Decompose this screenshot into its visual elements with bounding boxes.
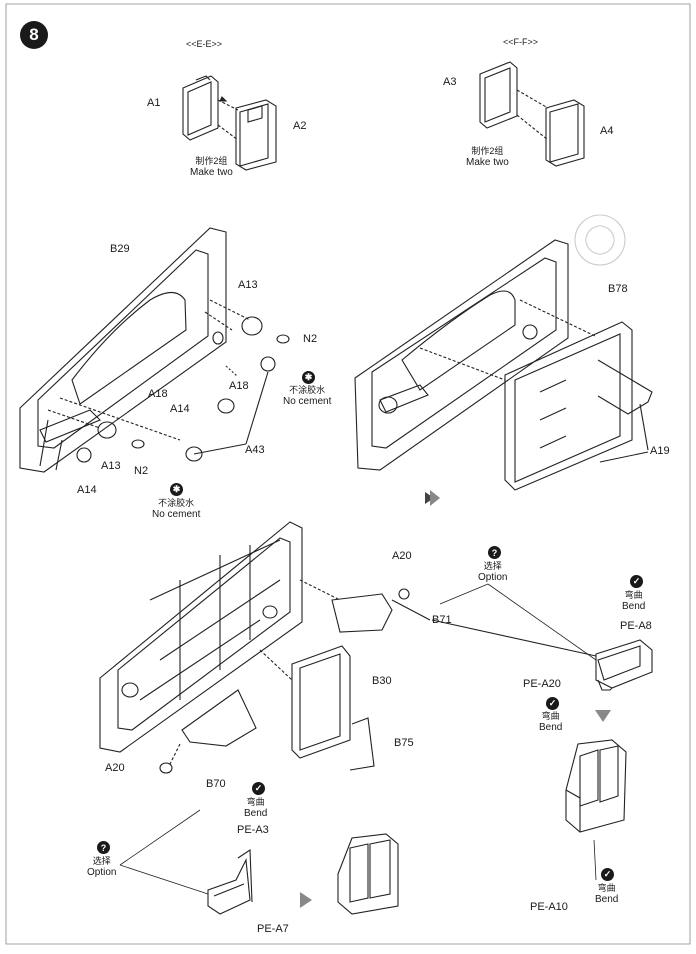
note-cn: 制作2组 — [195, 156, 228, 166]
bend-icon: ✓ — [601, 868, 614, 881]
note-cn: 弯曲 — [597, 883, 616, 893]
part-label-b75: B75 — [394, 737, 414, 749]
note-bend-pe-a20: 弯曲 Bend — [539, 711, 562, 735]
part-label-b71: B71 — [432, 614, 452, 626]
note-no-cement-bottom: 不涂胶水 No cement — [152, 498, 200, 522]
note-cn: 选择 — [483, 561, 502, 571]
part-label-a19: A19 — [650, 445, 670, 457]
no-cement-icon: ✱ — [170, 483, 183, 496]
note-bend-pe-a3: 弯曲 Bend — [244, 797, 267, 821]
part-label-a1: A1 — [147, 97, 161, 109]
note-en: Bend — [622, 601, 646, 613]
jerrycan-a3-a4 — [480, 62, 584, 166]
note-en: Bend — [244, 808, 268, 820]
part-label-pe-a20: PE-A20 — [523, 678, 561, 690]
part-label-pe-a10: PE-A10 — [530, 901, 568, 913]
part-label-a13-bottom: A13 — [101, 460, 121, 472]
part-label-a13-top: A13 — [238, 279, 258, 291]
bracket-pe-a3-a7 — [208, 850, 252, 914]
note-en: Option — [87, 867, 117, 879]
jerrycan-a1-a2 — [183, 76, 276, 170]
bend-icon: ✓ — [252, 782, 265, 795]
note-make-two-ee: 制作2组 Make two — [190, 156, 233, 180]
part-label-b78: B78 — [608, 283, 628, 295]
part-label-a20-bottom: A20 — [105, 762, 125, 774]
note-cn: 不涂胶水 — [158, 498, 195, 508]
option-icon: ? — [488, 546, 501, 559]
view-label-ff: <<F-F>> — [503, 37, 539, 47]
part-label-pe-a8: PE-A8 — [620, 620, 652, 632]
note-make-two-ff: 制作2组 Make two — [466, 146, 509, 170]
note-bend-pe-a10: 弯曲 Bend — [595, 883, 618, 907]
note-cn: 弯曲 — [541, 711, 560, 721]
panel-b78-assembly — [355, 215, 652, 490]
panel-b29 — [20, 228, 289, 472]
part-label-pe-a3: PE-A3 — [237, 824, 269, 836]
note-option-top: 选择 Option — [478, 561, 507, 585]
part-label-n2-top: N2 — [303, 333, 318, 345]
no-cement-icon: ✱ — [302, 371, 315, 384]
note-en: Option — [478, 572, 508, 584]
note-en: No cement — [152, 509, 201, 521]
part-label-a3: A3 — [443, 76, 457, 88]
part-label-n2-bottom: N2 — [134, 465, 149, 477]
part-label-a2: A2 — [293, 120, 307, 132]
bend-icon: ✓ — [630, 575, 643, 588]
view-label-ee: <<E-E>> — [186, 39, 223, 49]
note-cn: 不涂胶水 — [289, 385, 326, 395]
panel-lower-assembly — [100, 522, 596, 773]
note-en: No cement — [283, 396, 332, 408]
note-cn: 弯曲 — [246, 797, 265, 807]
note-option-bottom: 选择 Option — [87, 856, 116, 880]
note-en: Bend — [539, 722, 563, 734]
note-no-cement-top: 不涂胶水 No cement — [283, 385, 331, 409]
note-bend-pe-a8: 弯曲 Bend — [622, 590, 645, 614]
part-label-a20-top: A20 — [392, 550, 412, 562]
page-frame — [6, 4, 690, 944]
option-icon: ? — [97, 841, 110, 854]
note-cn: 弯曲 — [624, 590, 643, 600]
callout-lines — [120, 584, 596, 894]
part-label-b30: B30 — [372, 675, 392, 687]
part-label-a18-left: A18 — [148, 388, 168, 400]
part-label-b70: B70 — [206, 778, 226, 790]
part-label-a14-mid: A14 — [170, 403, 190, 415]
part-label-a14-bottom: A14 — [77, 484, 97, 496]
bracket-pe-a8 — [596, 640, 652, 690]
part-label-b29: B29 — [110, 243, 130, 255]
note-en: Bend — [595, 894, 619, 906]
bend-icon: ✓ — [546, 697, 559, 710]
part-label-a4: A4 — [600, 125, 614, 137]
note-cn: 制作2组 — [471, 146, 504, 156]
part-label-a43: A43 — [245, 444, 265, 456]
part-label-pe-a7: PE-A7 — [257, 923, 289, 935]
jerrycan-bracket-bottom — [338, 834, 398, 914]
step-number-badge: 8 — [20, 21, 48, 49]
assembly-arrow-icon — [300, 490, 611, 908]
note-en: Make two — [466, 157, 509, 169]
jerrycan-bracket-pe-a10 — [566, 740, 626, 832]
note-cn: 选择 — [92, 856, 111, 866]
note-en: Make two — [190, 167, 233, 179]
part-label-a18-right: A18 — [229, 380, 249, 392]
